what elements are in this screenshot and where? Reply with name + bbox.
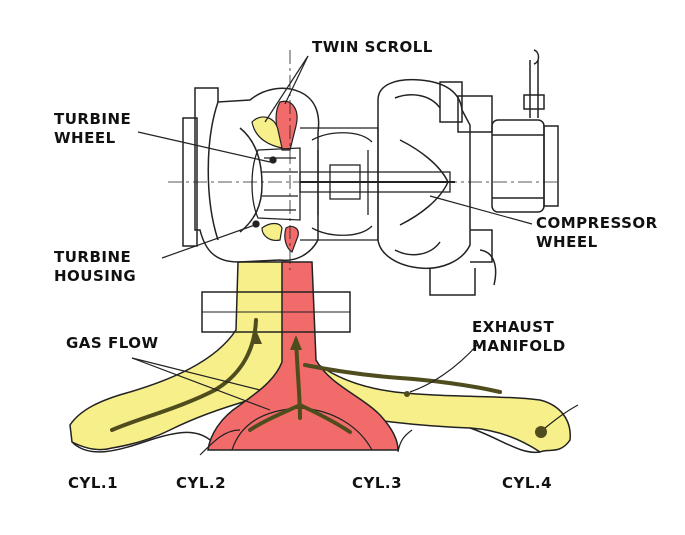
lower-red-scroll bbox=[284, 225, 299, 253]
turbine-wheel-label: TURBINE WHEEL bbox=[54, 110, 132, 147]
wastegate-actuator bbox=[491, 49, 559, 213]
cyl-3-label: CYL.3 bbox=[352, 474, 403, 492]
lower-yellow-scroll bbox=[261, 222, 283, 241]
manifold-right-lower-edge bbox=[469, 427, 541, 454]
manifold-lower-edge bbox=[71, 431, 211, 453]
cyl-4-label: CYL.4 bbox=[502, 474, 553, 492]
turbine-housing-label: TURBINE HOUSING bbox=[54, 248, 137, 285]
compressor-wheel-label: COMPRESSOR WHEEL bbox=[536, 214, 658, 251]
exhaust-manifold-label: EXHAUST MANIFOLD bbox=[472, 318, 566, 355]
leader-lines bbox=[131, 55, 579, 429]
upper-yellow-scroll bbox=[251, 116, 283, 149]
cyl-1-label: CYL.1 bbox=[68, 474, 119, 492]
compressor-housing bbox=[377, 78, 497, 296]
cyl-2-label: CYL.2 bbox=[176, 474, 227, 492]
gas-flow-label: GAS FLOW bbox=[66, 334, 159, 352]
twin-scroll-label: TWIN SCROLL bbox=[312, 38, 433, 56]
